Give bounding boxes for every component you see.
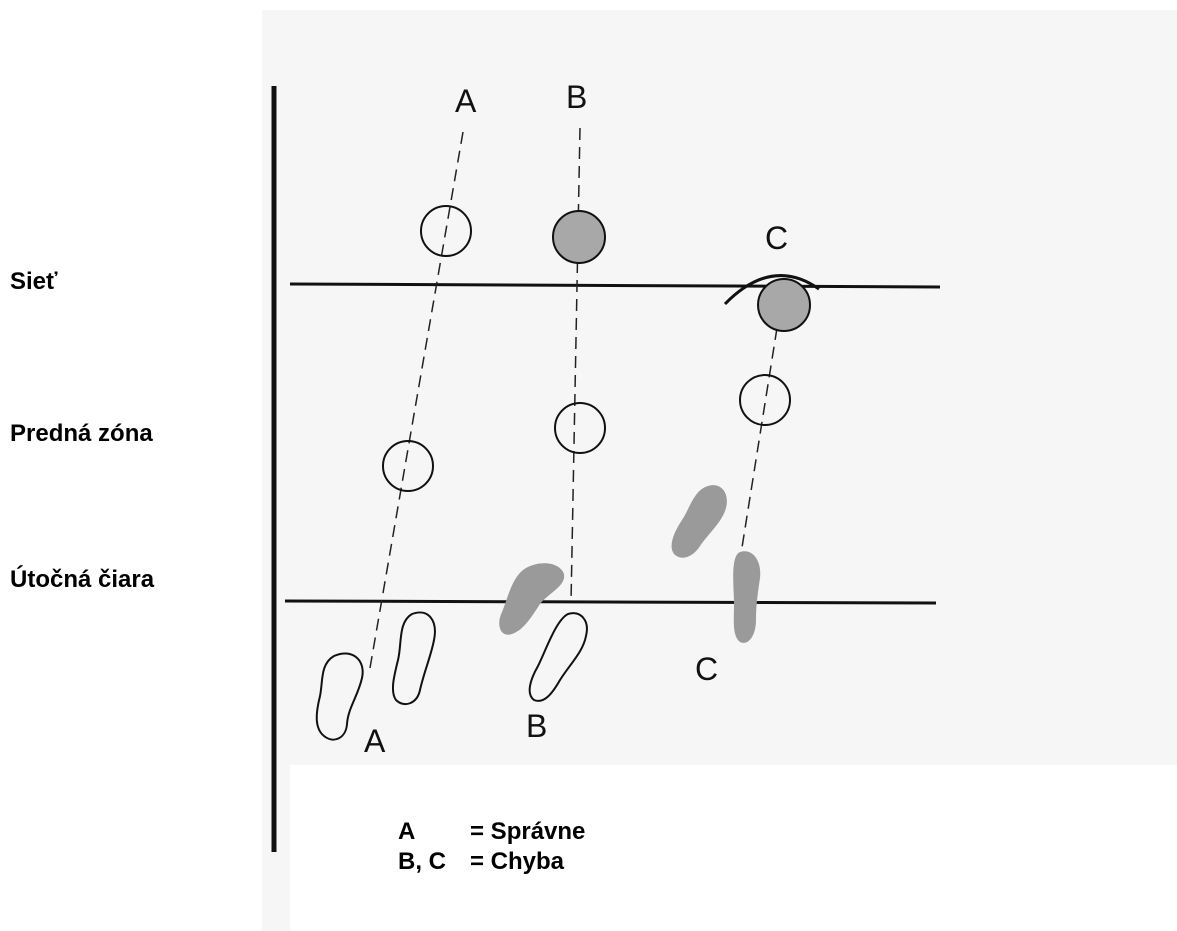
footprint-b-outline — [528, 612, 588, 702]
trajectory-a — [369, 131, 464, 669]
scanned-figure-background — [262, 10, 1177, 765]
net-line — [289, 282, 941, 289]
footprint-b-gray — [499, 563, 565, 635]
net-label: Sieť — [10, 268, 58, 295]
ball-c-top — [757, 278, 811, 332]
legend-correct: A = Správne — [398, 818, 585, 846]
legend-a-value: = Správne — [470, 818, 586, 845]
front-zone-label: Predná zóna — [10, 420, 153, 447]
footprint-a-left — [315, 652, 364, 741]
ball-b-bottom — [554, 402, 606, 454]
letter-a-top: A — [455, 83, 477, 119]
ball-c-bottom — [739, 374, 791, 426]
trajectory-b — [570, 127, 581, 604]
ball-b-top — [552, 210, 606, 264]
legend-error: B, C = Chyba — [398, 848, 564, 876]
footprint-a-right — [391, 611, 436, 706]
footprint-c-upper — [671, 485, 727, 558]
ball-a-top — [420, 205, 472, 257]
footprint-c-lower — [733, 551, 761, 643]
letter-a-bottom: A — [364, 723, 386, 759]
letter-c-top: C — [765, 220, 788, 256]
legend-a-key: A — [398, 818, 416, 845]
letter-b-top: B — [566, 79, 587, 115]
ball-c-arc — [723, 274, 820, 306]
letter-b-bottom: B — [526, 708, 547, 744]
letter-c-bottom: C — [695, 651, 718, 687]
trajectory-c — [739, 327, 778, 561]
legend-bc-key: B, C — [398, 848, 446, 875]
legend-bc-value: = Chyba — [470, 848, 565, 875]
attack-line — [284, 599, 937, 605]
attack-line-label: Útočná čiara — [10, 566, 155, 593]
ball-a-bottom — [382, 440, 434, 492]
